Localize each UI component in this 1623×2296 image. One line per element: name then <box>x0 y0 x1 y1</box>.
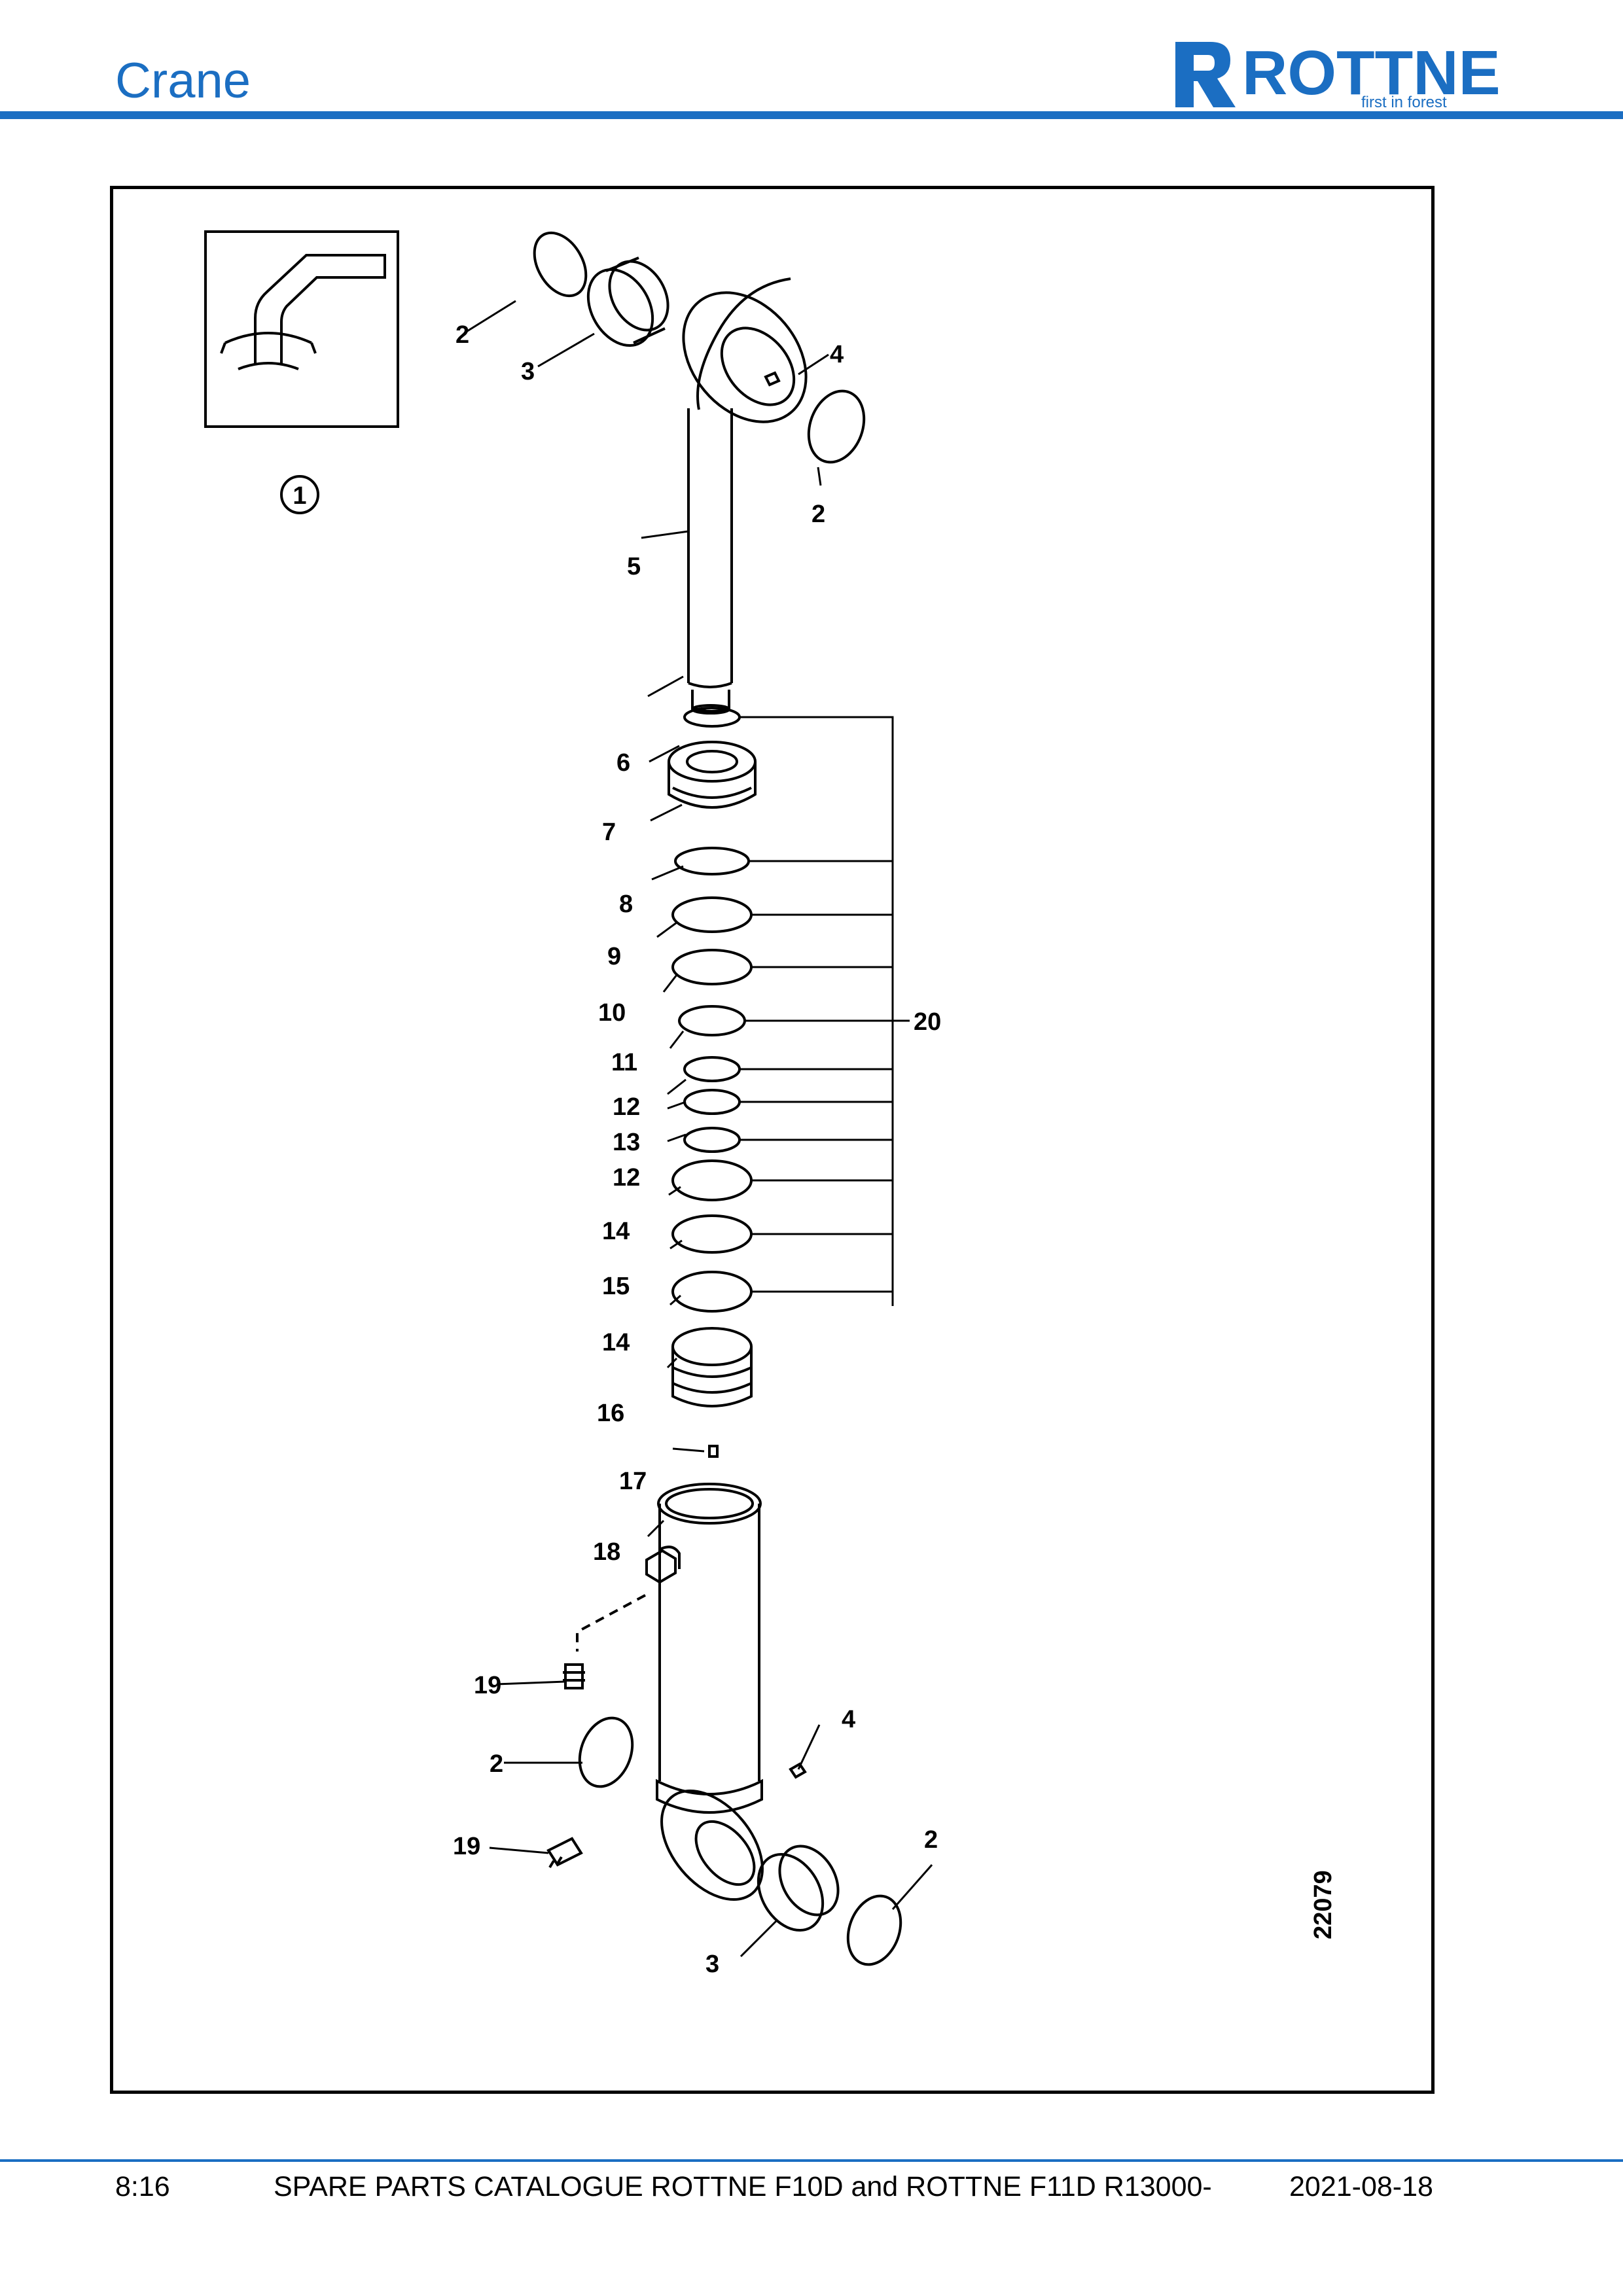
callout-5: 5 <box>627 553 641 580</box>
callout-3-bottom: 3 <box>705 1951 719 1978</box>
logo-tagline: first in forest <box>1361 94 1447 110</box>
callout-4-top: 4 <box>830 341 844 368</box>
snap-ring-bottom-left <box>578 1716 634 1788</box>
callout-20: 20 <box>914 1008 941 1036</box>
snap-ring-top-left <box>533 231 588 298</box>
ring-14b <box>671 1271 753 1313</box>
callout-2-bottom-left: 2 <box>490 1750 503 1778</box>
piston-16 <box>671 1327 753 1407</box>
bearing-top-left <box>586 256 669 347</box>
ring-14a <box>671 1159 753 1201</box>
fitting-19-upper <box>563 1663 585 1689</box>
ring-13 <box>683 1089 741 1115</box>
gland-7 <box>668 741 757 809</box>
callout-18: 18 <box>593 1538 620 1566</box>
dashed-connection <box>576 1594 646 1651</box>
footer-date: 2021-08-18 <box>1289 2171 1433 2202</box>
boom-pictogram-icon <box>220 254 386 370</box>
inset-box <box>204 230 399 428</box>
ring-12a <box>683 1056 741 1082</box>
callout-11: 11 <box>611 1049 637 1076</box>
footer-page-number: 8:16 <box>115 2171 170 2202</box>
callout-7: 7 <box>602 819 616 846</box>
callout-6: 6 <box>616 749 630 777</box>
callout-14b: 14 <box>602 1329 630 1356</box>
drawing-number: 22079 <box>1310 1870 1337 1939</box>
section-title: Crane <box>115 53 251 109</box>
callout-15: 15 <box>602 1273 630 1300</box>
callout-10: 10 <box>598 999 626 1027</box>
callout-14a: 14 <box>602 1218 630 1245</box>
rottne-logo: ROTTNE first in forest <box>1171 31 1512 111</box>
callout-12a: 12 <box>613 1093 640 1121</box>
callout-13: 13 <box>613 1129 640 1156</box>
ring-10 <box>671 949 753 985</box>
callout-16: 16 <box>597 1400 624 1427</box>
cylinder-barrel <box>656 1483 763 1814</box>
cylinder-eye <box>660 1789 764 1901</box>
callout-2-top-left: 2 <box>455 321 469 349</box>
snap-ring-bottom-right <box>846 1894 902 1966</box>
callout-19-lower: 19 <box>453 1833 480 1860</box>
snap-ring-top-right <box>807 389 866 464</box>
callout-3-top: 3 <box>521 358 535 385</box>
ring-12b <box>683 1127 741 1153</box>
callout-17: 17 <box>619 1468 647 1495</box>
footer-rule <box>0 2159 1623 2162</box>
elbow-fitting-18 <box>645 1545 681 1584</box>
ring-9 <box>671 896 753 933</box>
view-marker-circle <box>280 475 319 514</box>
rod-eye <box>682 277 808 423</box>
callout-4-bottom: 4 <box>842 1706 855 1733</box>
callout-2-bottom-right: 2 <box>924 1826 938 1854</box>
view-marker-label: 1 <box>293 482 306 510</box>
bearing-bottom-right <box>757 1845 840 1932</box>
fitting-19-lower <box>546 1837 583 1869</box>
grease-nipple-top <box>764 371 781 387</box>
leader-lines <box>467 300 933 1958</box>
logo-brand: ROTTNE <box>1242 38 1501 108</box>
screw-17 <box>708 1445 719 1458</box>
exploded-view-drawing: 1 2 3 4 2 5 6 7 8 9 10 11 12 13 12 14 15… <box>204 230 1337 1978</box>
piston-rod <box>687 408 733 715</box>
callout-12b: 12 <box>613 1164 640 1192</box>
grease-nipple-bottom <box>789 1762 807 1779</box>
figure-frame <box>110 186 1435 2094</box>
callout-2-top-right: 2 <box>812 501 825 528</box>
header-rule <box>0 111 1623 119</box>
callout-9: 9 <box>607 943 621 970</box>
callout-8: 8 <box>619 891 633 918</box>
ring-11 <box>678 1005 746 1036</box>
footer-title: SPARE PARTS CATALOGUE ROTTNE F10D and RO… <box>274 2171 1212 2202</box>
ring-8 <box>674 847 750 875</box>
ring-15 <box>671 1214 753 1254</box>
group-bracket-20 <box>740 716 910 1306</box>
callout-19-upper: 19 <box>474 1672 501 1699</box>
